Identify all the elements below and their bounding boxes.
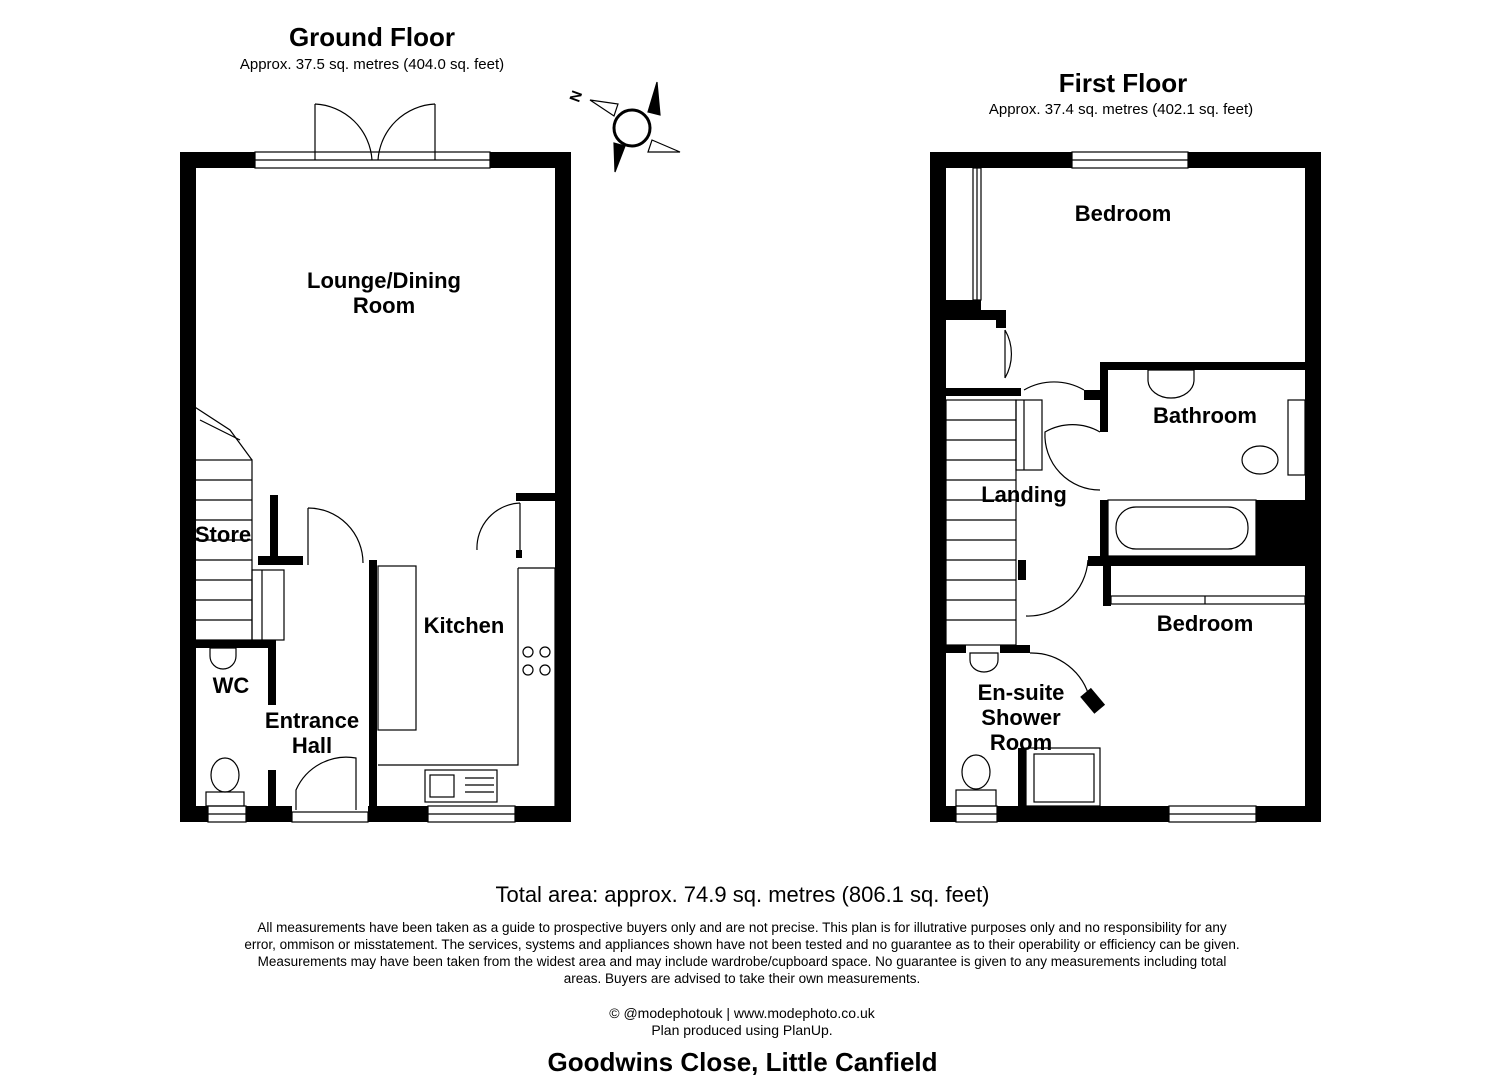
ground-floor-title: Ground Floor — [288, 22, 456, 52]
credit-line-1: © @modephotouk | www.modephoto.co.uk — [609, 1005, 875, 1021]
hall-label-line2: Hall — [291, 733, 333, 758]
room-label-entrance-hall: Entrance Hall — [250, 708, 374, 758]
first-floor-walls — [930, 152, 1321, 822]
hall-label-line1: Entrance — [264, 708, 360, 733]
first-floor-fixtures — [945, 151, 1306, 823]
lounge-label-line1: Lounge/Dining — [307, 268, 461, 293]
room-label-wc: WC — [212, 673, 250, 698]
ground-floor-area: Approx. 37.5 sq. metres (404.0 sq. feet) — [239, 56, 505, 73]
credit-line-2: Plan produced using PlanUp. — [651, 1022, 833, 1038]
room-label-lounge-dining: Lounge/Dining Room — [284, 268, 484, 318]
first-floor-title: First Floor — [1058, 68, 1188, 98]
ground-floor-walls — [180, 152, 571, 822]
property-address: Goodwins Close, Little Canfield — [547, 1047, 938, 1077]
ground-floor-fixtures — [183, 103, 556, 823]
floor-plan-drawing — [180, 81, 1321, 823]
room-label-bedroom-2: Bedroom — [1156, 611, 1254, 636]
ensuite-label-line3: Room — [989, 730, 1053, 755]
disclaimer-text: All measurements have been taken as a gu… — [244, 920, 1240, 986]
total-area: Total area: approx. 74.9 sq. metres (806… — [495, 882, 990, 907]
room-label-landing: Landing — [981, 482, 1067, 507]
ensuite-label-line2: Shower — [981, 705, 1061, 730]
credits: © @modephotouk | www.modephoto.co.uk Pla… — [392, 1005, 1092, 1039]
lounge-label-line2: Room — [352, 293, 416, 318]
ensuite-label-line1: En-suite — [977, 680, 1065, 705]
room-label-ensuite: En-suite Shower Room — [956, 680, 1086, 755]
room-label-bathroom: Bathroom — [1153, 403, 1257, 428]
room-label-bedroom-1: Bedroom — [1074, 201, 1172, 226]
room-label-store: Store — [194, 522, 252, 547]
north-compass-icon — [589, 81, 681, 173]
room-label-kitchen: Kitchen — [423, 613, 505, 638]
first-floor-area: Approx. 37.4 sq. metres (402.1 sq. feet) — [988, 101, 1254, 118]
